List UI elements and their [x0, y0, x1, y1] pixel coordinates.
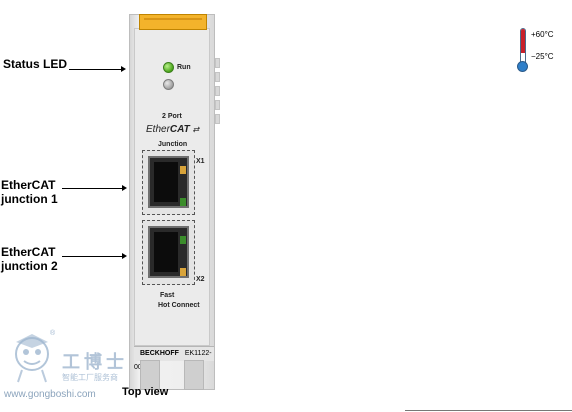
- rj45-port-x1-socket: [154, 162, 178, 202]
- corner-rule: [405, 410, 572, 411]
- run-led: [163, 62, 174, 73]
- module-top-clip-groove: [144, 18, 202, 20]
- port-x2-label: X2: [196, 276, 205, 283]
- thermometer-bulb: [517, 61, 528, 72]
- port-x1-led-link: [180, 166, 186, 174]
- junction1-leader-line: [62, 188, 122, 189]
- module-top-clip: [139, 14, 207, 30]
- brand-label: BECKHOFF: [140, 350, 179, 357]
- port-x2-led-link: [180, 236, 186, 244]
- fast-label: Fast: [160, 292, 175, 299]
- watermark-url: www.gongboshi.com: [4, 389, 96, 400]
- watermark-subtitle: 智能工厂服务商: [62, 373, 118, 382]
- port-x1-led-activity: [180, 198, 186, 206]
- status-led-arrow: [121, 66, 126, 72]
- junction2-leader-line: [62, 256, 122, 257]
- junction2-callout-line1: EtherCAT: [1, 245, 56, 259]
- junction2-callout: EtherCAT junction 2: [1, 245, 58, 273]
- junction2-callout-line2: junction 2: [1, 259, 58, 273]
- top-view-caption: Top view: [122, 386, 169, 398]
- module-side-ridge: [215, 114, 220, 124]
- module-side-ridge: [215, 100, 220, 110]
- thermometer-hot-fill: [521, 29, 525, 53]
- registered-icon: ®: [50, 330, 56, 337]
- watermark-logo-text: 工博士: [62, 352, 128, 372]
- ports-label: 2 Port: [162, 113, 182, 120]
- run-led-label: Run: [177, 64, 191, 71]
- status-led-off: [163, 79, 174, 90]
- junction1-callout-line2: junction 1: [1, 192, 58, 206]
- hot-connect-label: Hot Connect: [158, 302, 200, 309]
- junction1-callout: EtherCAT junction 1: [1, 178, 58, 206]
- port-x1-label: X1: [196, 158, 205, 165]
- module-side-ridge: [215, 72, 220, 82]
- module-side-ridge: [215, 86, 220, 96]
- junction1-arrow: [122, 185, 127, 191]
- mascot-watermark-icon: [15, 334, 49, 383]
- ethercat-logo: EtherCAT ⇄: [146, 124, 199, 135]
- ethercat-logo-bold: CAT: [169, 124, 190, 135]
- temp-min-label: −25°C: [531, 52, 554, 61]
- module-bottom-latch: [140, 360, 160, 390]
- junction2-arrow: [122, 253, 127, 259]
- status-led-leader-line: [69, 69, 121, 70]
- ethercat-arrows-icon: ⇄: [192, 125, 200, 134]
- status-led-callout: Status LED: [3, 57, 68, 71]
- temp-max-label: +60°C: [531, 30, 554, 39]
- module-side-ridge: [215, 58, 220, 68]
- port-x2-led-activity: [180, 268, 186, 276]
- junction-label: Junction: [158, 141, 188, 148]
- module-bottom-latch: [184, 360, 204, 390]
- ethercat-logo-plain: Ether: [146, 124, 170, 135]
- module-brand-bar: BECKHOFF EK1122-0080: [134, 346, 214, 371]
- junction1-callout-line1: EtherCAT: [1, 178, 56, 192]
- rj45-port-x2-socket: [154, 232, 178, 272]
